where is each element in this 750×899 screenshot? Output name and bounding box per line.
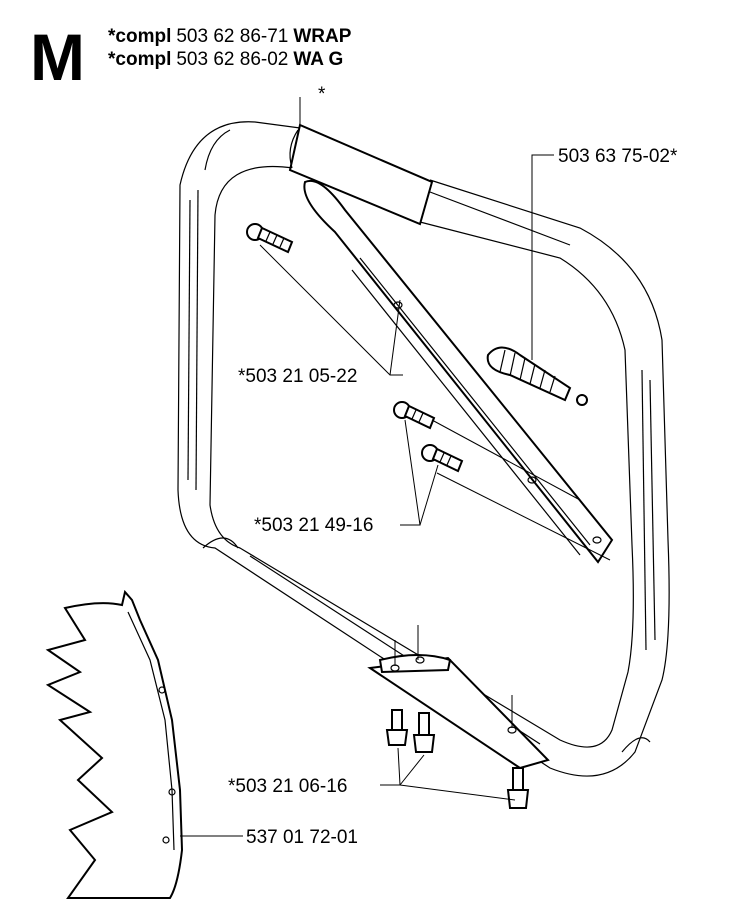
callout-guard-plate: 537 01 72-01: [246, 827, 358, 848]
bottom-bracket: [367, 625, 550, 770]
handlebar: [177, 121, 670, 777]
screw-middle-2: [421, 444, 464, 473]
header-line-1-prefix: *compl: [108, 26, 171, 47]
leader-lines: [180, 97, 611, 837]
guard-plate: [45, 589, 184, 899]
screw-upper: [246, 223, 294, 254]
header-line-2-number: 503 62 86-02: [176, 49, 288, 70]
header-line-2-suffix: WA G: [293, 49, 343, 70]
section-letter: M: [30, 20, 85, 94]
screw-middle-1: [393, 401, 436, 430]
header-line-2-prefix: *compl: [108, 49, 171, 70]
screw-bottom-3: [506, 767, 530, 809]
header-line-1-suffix: WRAP: [293, 26, 351, 47]
callout-top-star: *: [318, 84, 326, 105]
callout-screws-middle: *503 21 49-16: [254, 515, 373, 536]
screw-bottom-2: [412, 712, 436, 753]
header-line-1-number: 503 62 86-71: [176, 26, 288, 47]
cross-brace: [303, 179, 614, 564]
callout-antivibration-spring: 503 63 75-02*: [558, 146, 678, 167]
screw-bottom-1: [385, 709, 409, 746]
callout-screw-upper: *503 21 05-22: [238, 366, 357, 387]
callout-screws-bottom: *503 21 06-16: [228, 776, 347, 797]
antivibration-spring: [486, 346, 588, 406]
